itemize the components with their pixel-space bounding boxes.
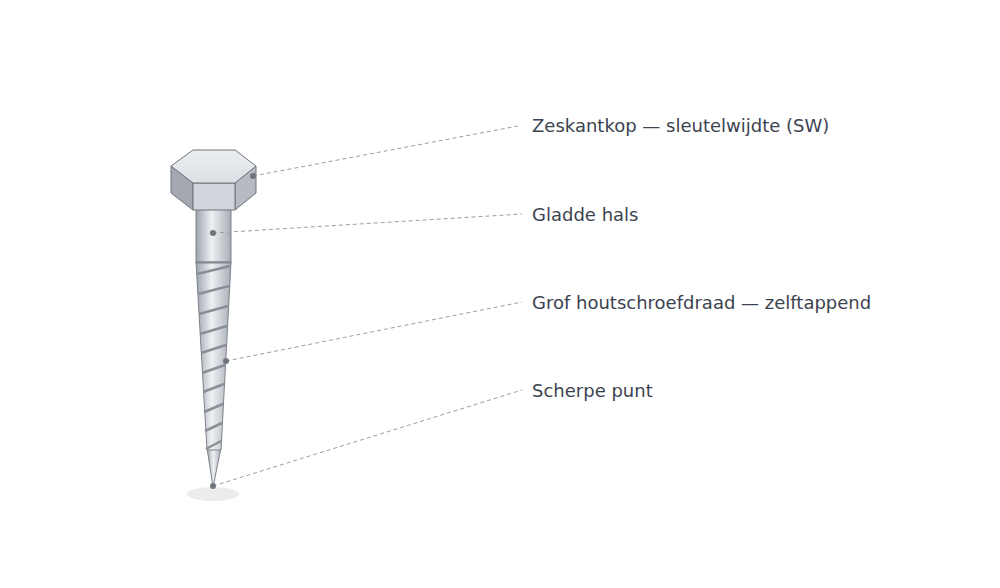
neck-edge: [196, 261, 231, 263]
part-label: Zeskantkop — sleutelwijdte (SW): [532, 115, 829, 137]
thread-lines: [197, 266, 230, 449]
shadow: [187, 487, 239, 501]
thread-body: [196, 262, 231, 450]
hex-head: [171, 150, 256, 210]
leader-dots: [210, 173, 256, 489]
part-label: Scherpe punt: [532, 380, 653, 402]
leader-lines: [213, 126, 522, 486]
smooth-neck: [196, 209, 231, 263]
part-label: Gladde hals: [532, 204, 638, 226]
screw-point: [207, 448, 221, 487]
part-label: Grof houtschroefdraad — zelftappend: [532, 292, 871, 314]
